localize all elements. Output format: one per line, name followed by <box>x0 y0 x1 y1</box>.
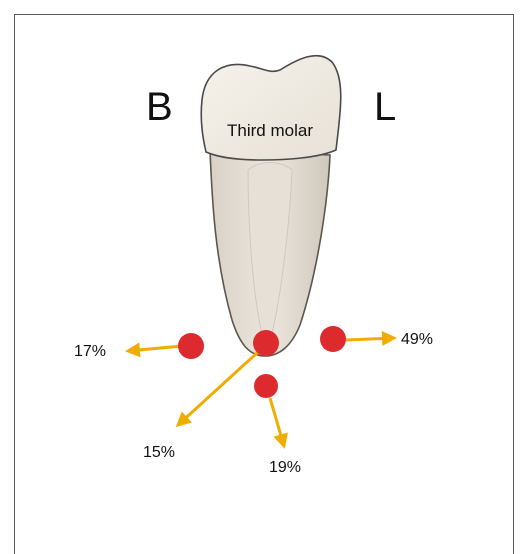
buccal-label: B <box>146 85 173 129</box>
lingual-dot <box>320 326 346 352</box>
buccal-arrow <box>128 346 182 351</box>
lingual-label: L <box>374 85 396 129</box>
third-molar-diagram: B L Third molar 17% 49% 15% 19% <box>0 0 521 538</box>
tooth-label: Third molar <box>227 121 313 140</box>
apex-dot <box>253 330 279 356</box>
lingual-arrow <box>346 338 394 340</box>
inferior-percentage: 19% <box>269 459 301 476</box>
inferior-dot <box>254 374 278 398</box>
lingual-percentage: 49% <box>401 331 433 348</box>
inferior-arrow <box>270 398 284 446</box>
buccal-inferior-arrow <box>178 352 258 425</box>
buccal-percentage: 17% <box>74 343 106 360</box>
buccal-inferior-percentage: 15% <box>143 444 175 461</box>
buccal-dot <box>178 333 204 359</box>
tooth-crown <box>201 56 341 160</box>
